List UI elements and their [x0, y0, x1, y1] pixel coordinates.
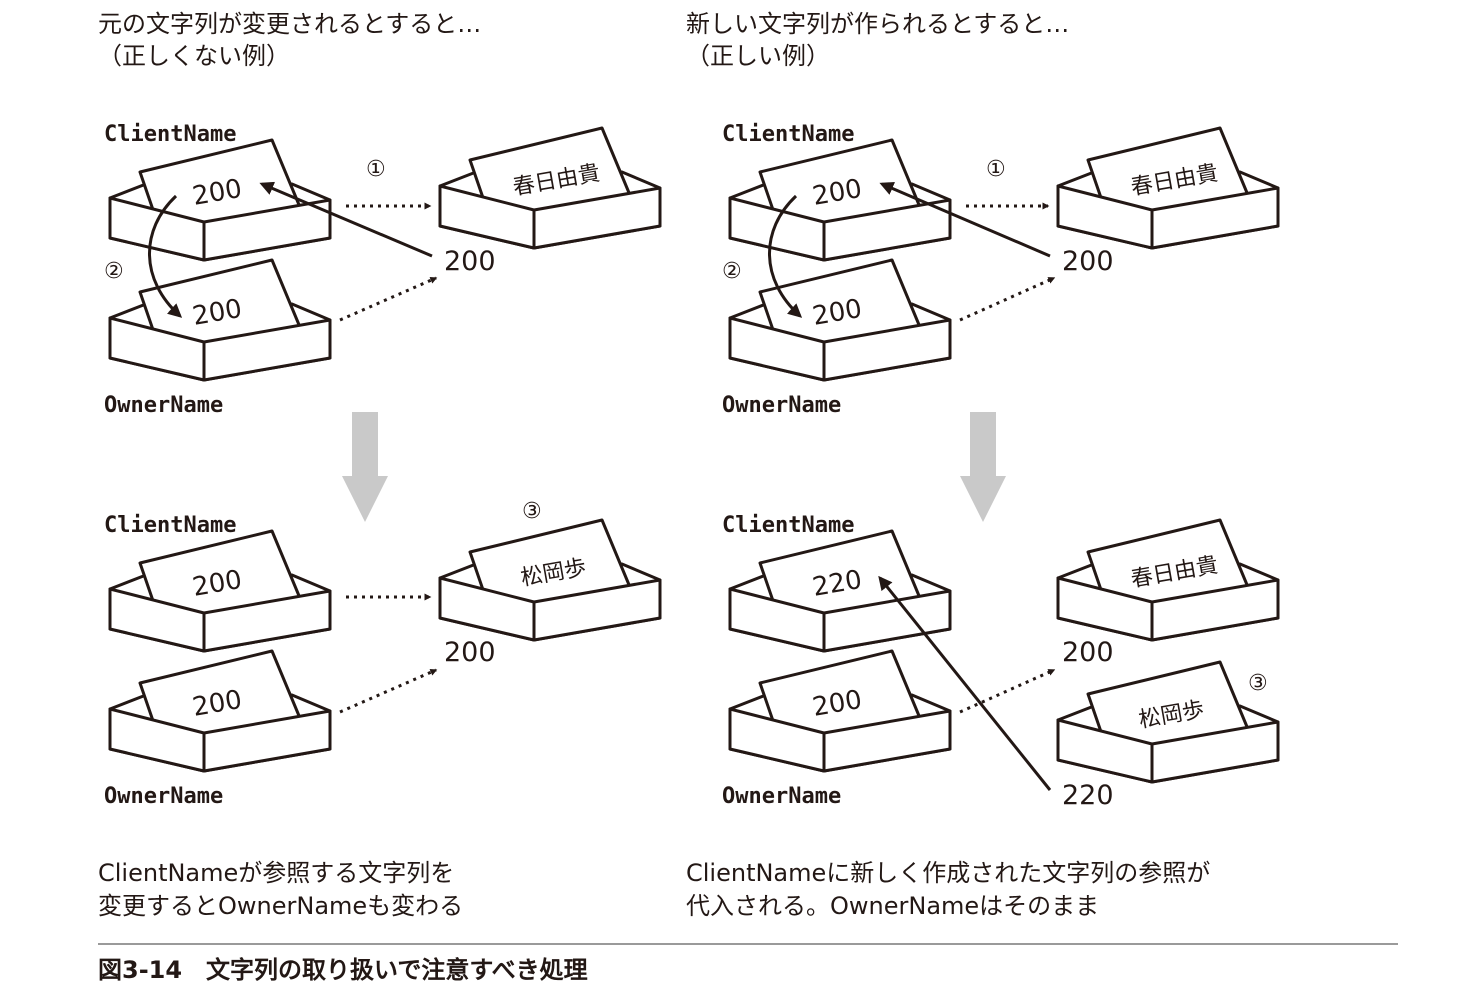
- left-bottom-owner-box: 200: [108, 649, 332, 773]
- right-top-curved-arrow: [768, 194, 803, 318]
- left-top-client-box: 200: [108, 138, 332, 262]
- left-top-dotted-arrow-owner: [339, 276, 438, 322]
- left-bottom-client-label: ClientName: [104, 513, 236, 538]
- left-bottom-marker3: ③: [522, 499, 542, 524]
- right-bottom-client-label: ClientName: [722, 513, 854, 538]
- left-top-owner-label: OwnerName: [104, 393, 223, 418]
- right-heading-line2: （正しい例）: [686, 42, 830, 70]
- right-top-client-box: 200: [728, 138, 952, 262]
- right-top-target-box: 春日由貴: [1056, 126, 1280, 250]
- right-bottom-marker3: ③: [1248, 671, 1268, 696]
- right-top-marker2: ②: [722, 259, 742, 284]
- left-top-client-label: ClientName: [104, 122, 236, 147]
- right-bottom-solid-arrow: [878, 575, 1052, 791]
- left-bottom-owner-label: OwnerName: [104, 784, 223, 809]
- right-description-line1: ClientNameに新しく作成された文字列の参照が: [686, 859, 1210, 887]
- right-description-line2: 代入される。OwnerNameはそのまま: [686, 892, 1099, 920]
- right-bottom-client-box: 220: [728, 529, 952, 653]
- left-heading-line1: 元の文字列が変更されるとすると…: [98, 10, 481, 38]
- left-top-owner-box: 200: [108, 258, 332, 382]
- right-top-solid-arrow: [879, 181, 1051, 258]
- right-top-owner-box: 200: [728, 258, 952, 382]
- left-bottom-dotted-arrow-owner: [339, 668, 438, 714]
- left-bottom-client-box: 200: [108, 529, 332, 653]
- right-bottom-target1-box: 春日由貴: [1056, 518, 1280, 642]
- left-top-target-value: 200: [444, 246, 496, 277]
- right-bottom-target1-value: 200: [1062, 637, 1114, 668]
- left-top-solid-arrow: [259, 181, 433, 258]
- left-top-marker1: ①: [366, 157, 386, 182]
- left-transition-arrow-icon: [342, 412, 388, 522]
- right-transition-arrow-icon: [960, 412, 1006, 522]
- right-top-marker1: ①: [986, 157, 1006, 182]
- right-bottom-owner-box: 200: [728, 649, 952, 773]
- left-top-target-box: 春日由貴: [438, 126, 662, 250]
- left-description-line2: 変更するとOwnerNameも変わる: [98, 892, 463, 920]
- right-top-target-value: 200: [1062, 246, 1114, 277]
- right-heading-line1: 新しい文字列が作られるとすると…: [686, 10, 1069, 38]
- left-panel: 元の文字列が変更されるとすると… （正しくない例） ClientName 200…: [98, 10, 662, 920]
- right-top-client-label: ClientName: [722, 122, 854, 147]
- right-bottom-dotted-arrow-owner: [959, 668, 1056, 714]
- left-bottom-target-value: 200: [444, 637, 496, 668]
- right-top-owner-label: OwnerName: [722, 393, 841, 418]
- right-panel: 新しい文字列が作られるとすると… （正しい例） ClientName 200 2…: [686, 10, 1280, 920]
- figure-caption: 図3-14 文字列の取り扱いで注意すべき処理: [98, 956, 588, 984]
- right-bottom-owner-label: OwnerName: [722, 784, 841, 809]
- left-description-line1: ClientNameが参照する文字列を: [98, 859, 454, 887]
- right-bottom-target2-box: 松岡歩: [1056, 660, 1280, 784]
- left-top-marker2: ②: [104, 259, 124, 284]
- left-top-curved-arrow: [148, 194, 183, 318]
- right-top-dotted-arrow-owner: [959, 276, 1056, 322]
- left-bottom-target-box: 松岡歩: [438, 518, 662, 642]
- left-heading-line2: （正しくない例）: [98, 42, 290, 70]
- right-bottom-target2-value: 220: [1062, 780, 1114, 811]
